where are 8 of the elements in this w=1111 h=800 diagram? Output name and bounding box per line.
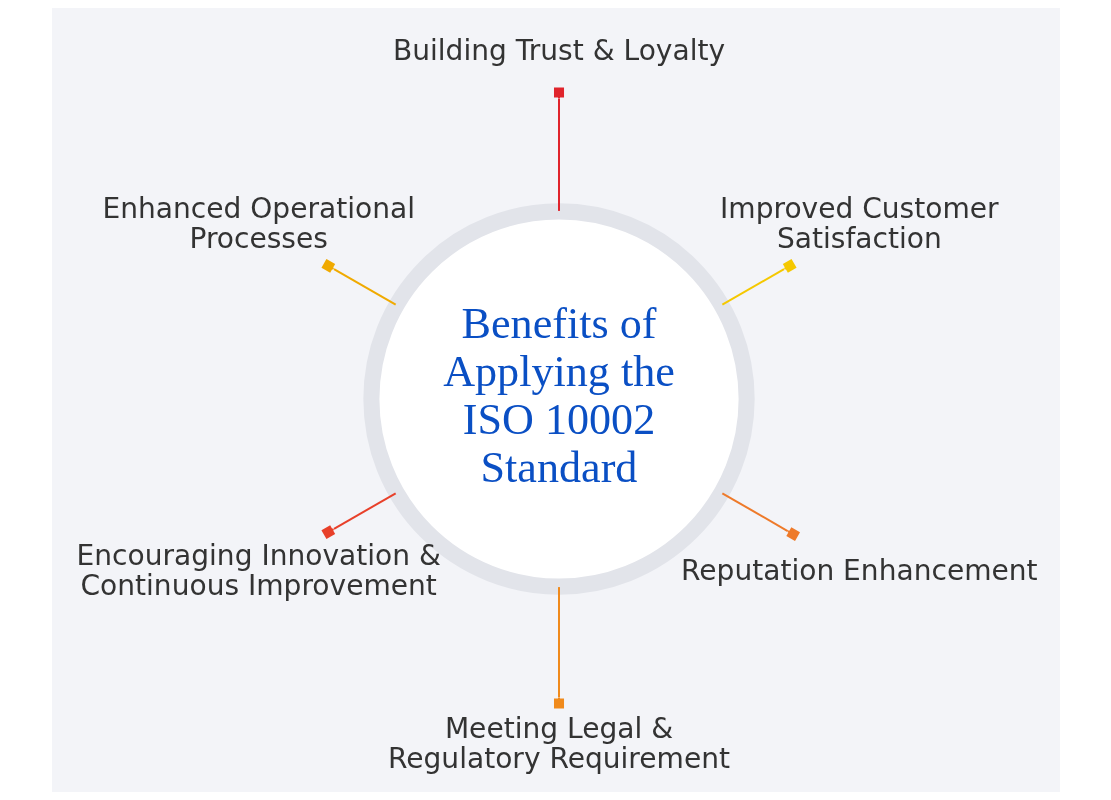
node-text: Building Trust & Loyalty [392, 33, 725, 67]
connector [553, 587, 564, 709]
connector [721, 258, 797, 306]
connector [721, 492, 800, 542]
node-text: Meeting Legal & Regulatory Requirement [387, 712, 730, 776]
connector [320, 492, 396, 540]
connector [320, 258, 396, 306]
connector [553, 87, 564, 211]
